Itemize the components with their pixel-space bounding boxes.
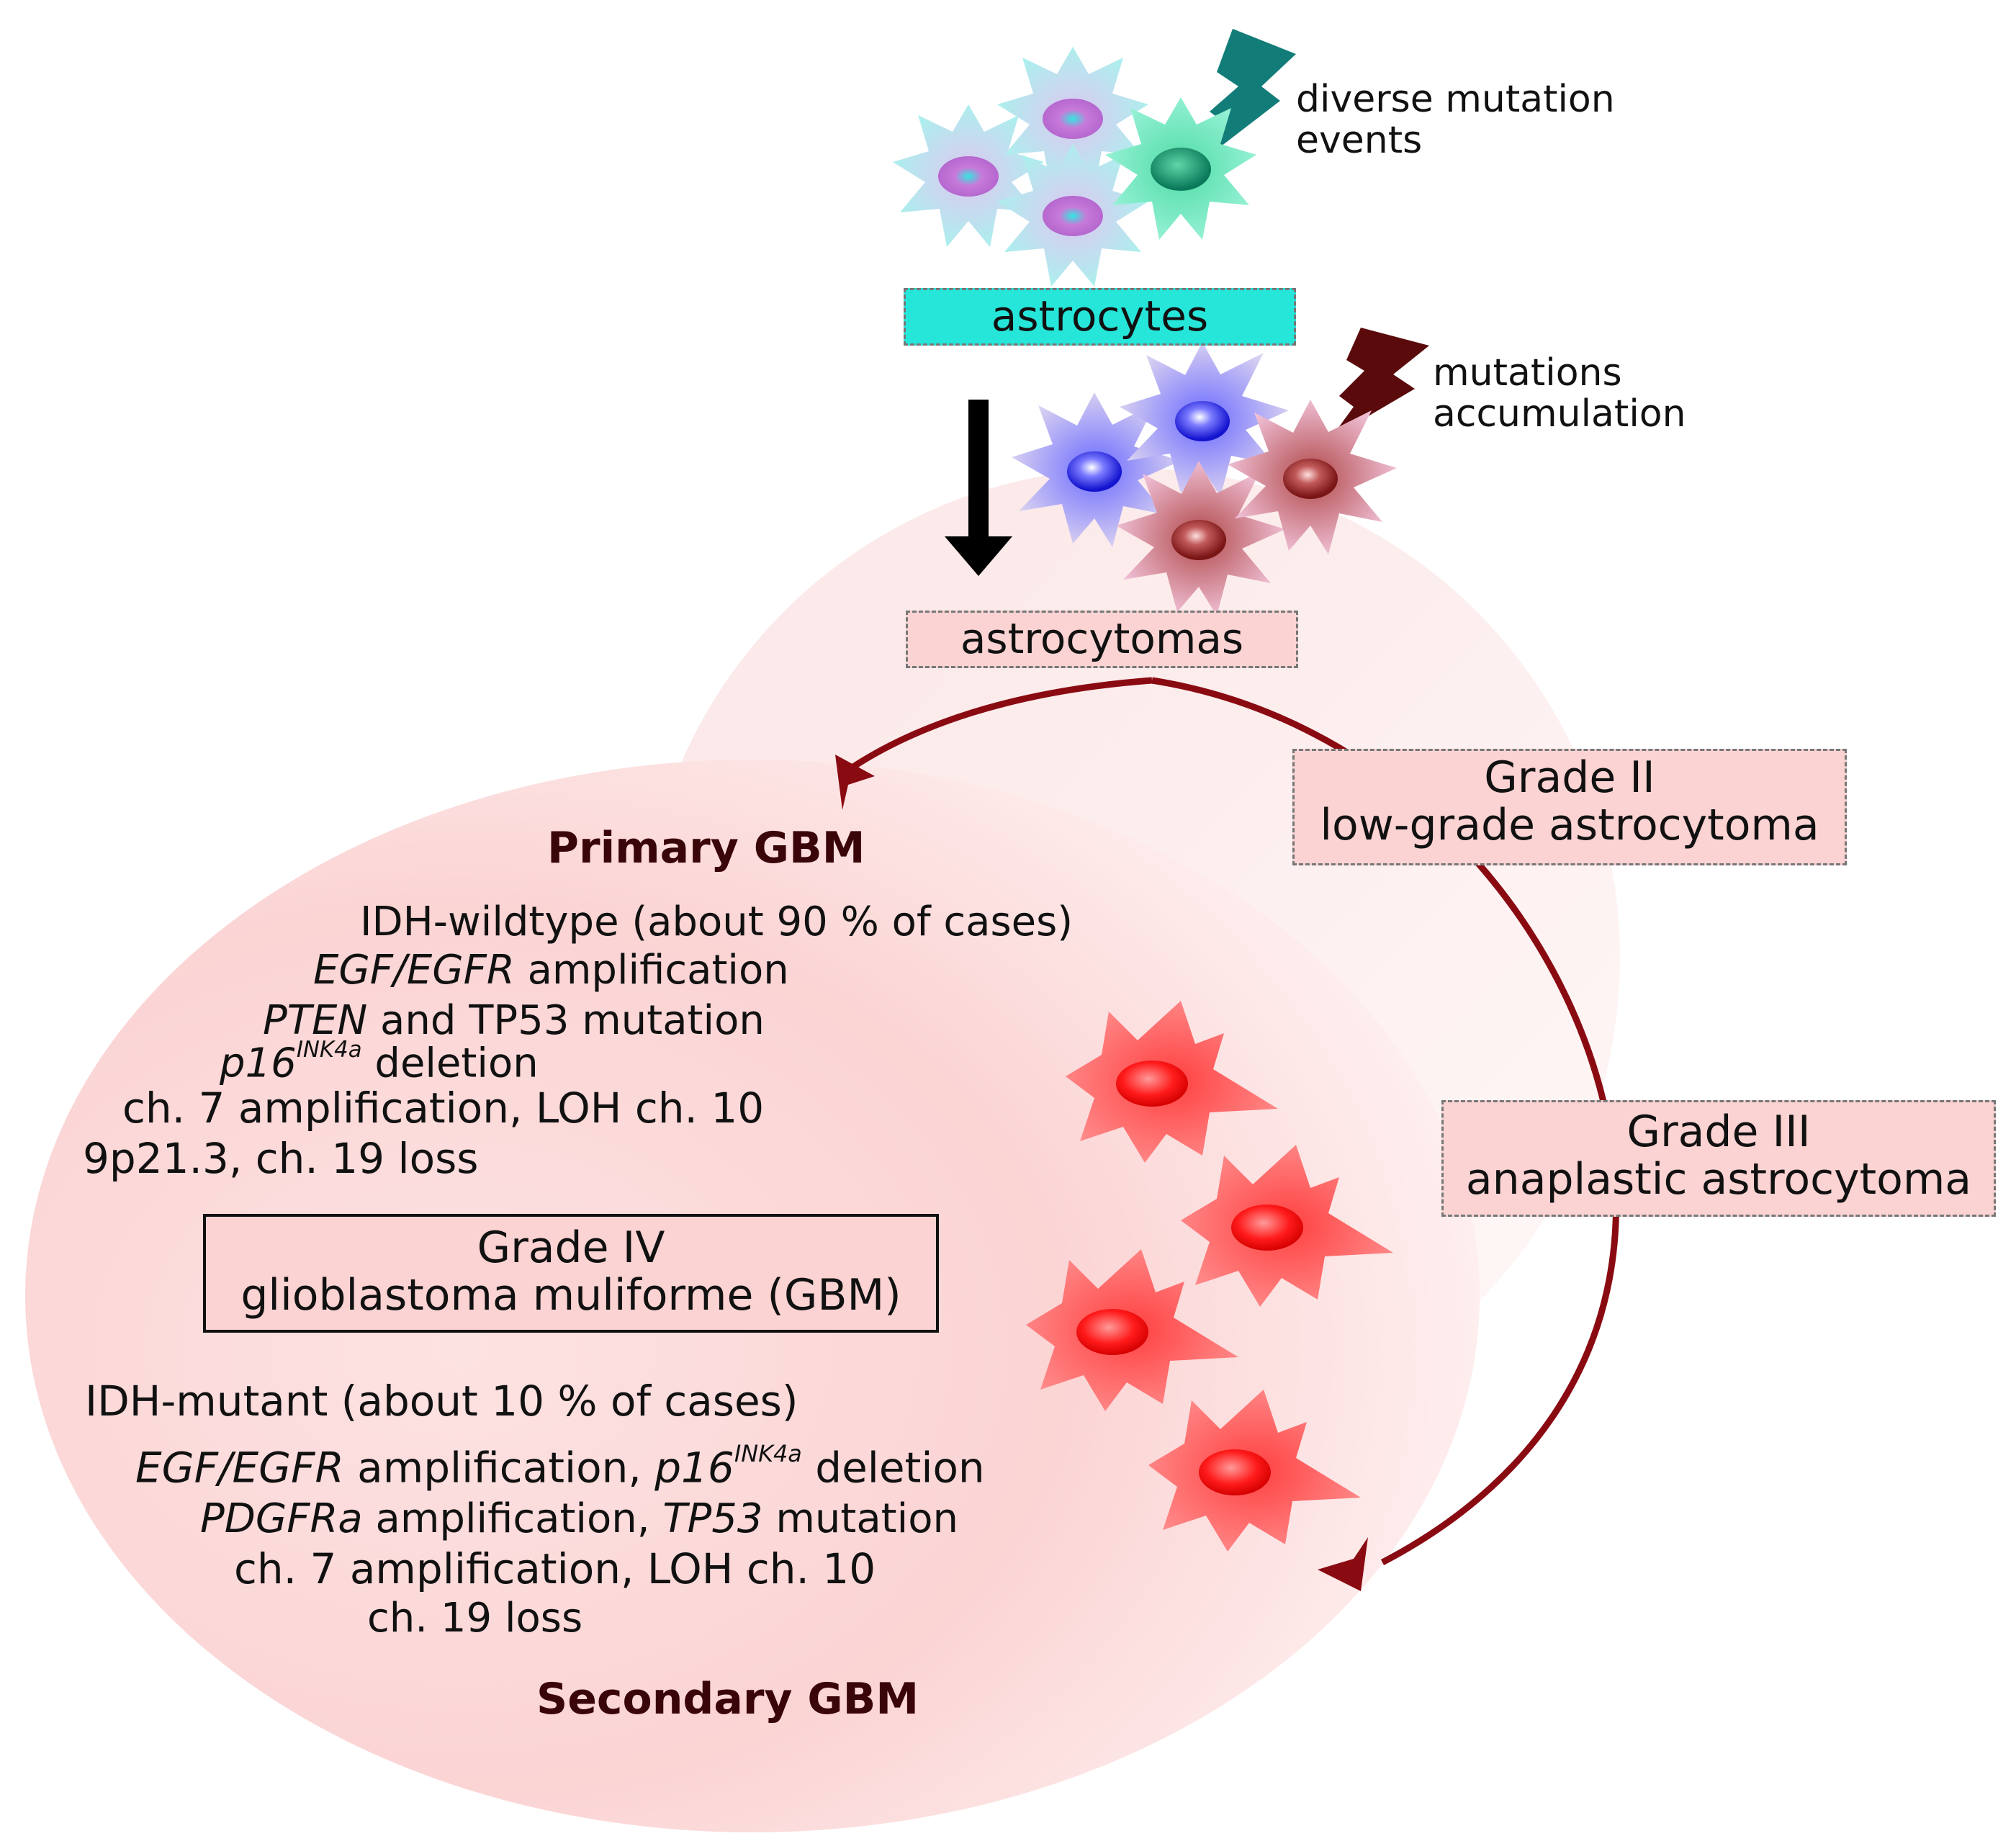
secondary-gbm-title: Secondary GBM: [536, 1674, 919, 1724]
grade-3-title: Grade III: [1626, 1107, 1811, 1157]
mutations-line2: accumulation: [1433, 392, 1686, 436]
grade-3-box: Grade III anaplastic astrocytoma: [1441, 1100, 1996, 1217]
secondary-line-1: IDH-mutant (about 10 % of cases): [85, 1377, 798, 1426]
primary-line-3: PTEN and TP53 mutation: [263, 997, 765, 1044]
astrocyte-cluster: [893, 47, 1256, 287]
primary-gbm-title: Primary GBM: [547, 823, 865, 873]
diverse-mutation-line2: events: [1296, 119, 1423, 163]
grade-2-title: Grade II: [1484, 752, 1655, 803]
grade-2-box: Grade II low-grade astrocytoma: [1292, 749, 1847, 865]
grade-4-title: Grade IV: [477, 1223, 665, 1273]
secondary-line-3: PDGFRa amplification, TP53 mutation: [200, 1495, 958, 1542]
astrocytes-box: astrocytes: [904, 288, 1296, 346]
secondary-line-2: EGF/EGFR amplification, p16INK4a deletio…: [135, 1440, 985, 1493]
down-arrow-shaft: [968, 400, 989, 536]
arc-arrowhead-primary: [835, 755, 875, 810]
primary-arc: [851, 677, 1153, 770]
mutations-accumulation-label: mutations accumulation: [1433, 351, 1686, 436]
gbm-tumor-cells: [1026, 1001, 1393, 1552]
down-arrow-head: [945, 536, 1012, 576]
primary-line-6: 9p21.3, ch. 19 loss: [83, 1134, 479, 1183]
grade-4-box: Grade IV glioblastoma muliforme (GBM): [203, 1214, 939, 1333]
arc-arrowhead-secondary: [1318, 1537, 1368, 1591]
grade-4-subtitle: glioblastoma muliforme (GBM): [240, 1270, 901, 1320]
secondary-line-5: ch. 19 loss: [367, 1595, 583, 1642]
primary-line-5: ch. 7 amplification, LOH ch. 10: [122, 1084, 765, 1133]
astrocytoma-cluster: [1012, 342, 1397, 616]
diverse-mutation-label: diverse mutation events: [1296, 78, 1615, 163]
lightning-bolt-brown: [1325, 328, 1429, 446]
grade-3-subtitle: anaplastic astrocytoma: [1465, 1154, 1972, 1205]
primary-line-4: p16INK4a deletion: [220, 1037, 539, 1087]
mutations-line1: mutations: [1433, 351, 1622, 395]
primary-line-1: IDH-wildtype (about 90 % of cases): [360, 899, 1074, 945]
astrocytomas-box: astrocytomas: [906, 611, 1298, 668]
primary-line-2: EGF/EGFR amplification: [313, 947, 789, 994]
secondary-line-4: ch. 7 amplification, LOH ch. 10: [234, 1544, 876, 1593]
diverse-mutation-line1: diverse mutation: [1296, 78, 1615, 121]
grade-2-subtitle: low-grade astrocytoma: [1320, 800, 1819, 850]
